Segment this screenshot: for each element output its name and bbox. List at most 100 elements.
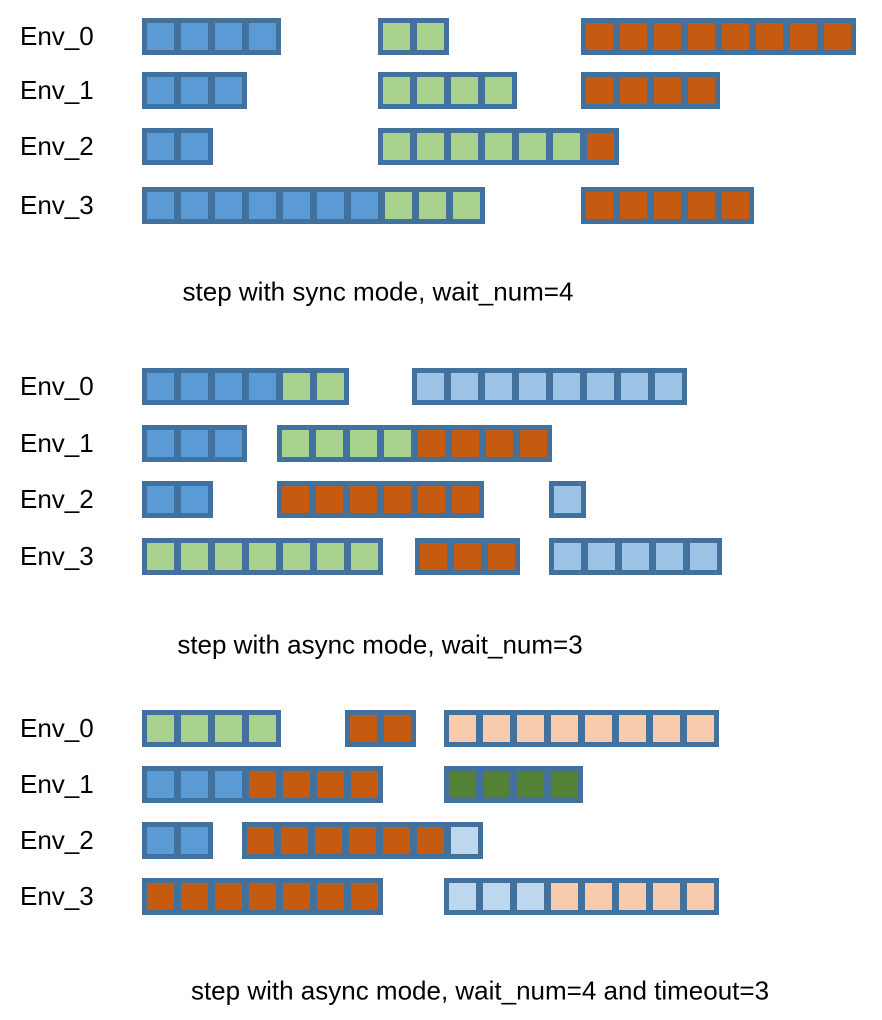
- step-block-lightblue: [554, 543, 581, 570]
- step-block-orange: [249, 883, 276, 910]
- step-block-blue: [351, 192, 378, 219]
- step-block-orange: [824, 23, 851, 50]
- step-block-green: [181, 543, 208, 570]
- step-block-green: [351, 543, 378, 570]
- step-block-peach: [585, 883, 612, 910]
- step-block-green: [147, 543, 174, 570]
- step-block-green: [383, 77, 410, 104]
- step-bar: [444, 766, 583, 803]
- step-block-green: [249, 543, 276, 570]
- step-block-orange: [215, 883, 242, 910]
- step-block-green: [419, 192, 446, 219]
- step-block-blue: [181, 23, 208, 50]
- step-block-orange: [417, 827, 444, 854]
- step-block-blue: [147, 430, 174, 457]
- env-label-env_2: Env_2: [20, 131, 94, 161]
- step-block-lightblue: [554, 486, 581, 513]
- step-block-orange: [688, 192, 715, 219]
- step-block-orange: [454, 543, 481, 570]
- step-block-green: [417, 133, 444, 160]
- step-bar: [444, 710, 719, 747]
- step-block-orange: [688, 23, 715, 50]
- step-bar: [142, 822, 213, 859]
- env-label-env_1: Env_1: [20, 75, 94, 105]
- step-block-orange: [147, 883, 174, 910]
- env-label-env_1: Env_1: [20, 428, 94, 458]
- env-label-env_3: Env_3: [20, 541, 94, 571]
- step-block-blue: [181, 77, 208, 104]
- step-block-orange: [586, 77, 613, 104]
- step-block-blue: [215, 77, 242, 104]
- step-block-green: [317, 373, 344, 400]
- caption-async-wait4-timeout3: step with async mode, wait_num=4 and tim…: [190, 975, 770, 1006]
- env-label-env_1: Env_1: [20, 769, 94, 799]
- env-label-env_3: Env_3: [20, 190, 94, 220]
- step-block-blue: [147, 827, 174, 854]
- step-bar: [142, 538, 383, 575]
- step-block-orange: [281, 827, 308, 854]
- env-label-env_0: Env_0: [20, 371, 94, 401]
- step-block-orange: [282, 486, 309, 513]
- step-block-orange: [315, 827, 342, 854]
- step-block-peach: [551, 883, 578, 910]
- step-block-blue: [317, 192, 344, 219]
- step-block-blue: [147, 486, 174, 513]
- step-block-blue: [181, 486, 208, 513]
- step-bar: [415, 538, 520, 575]
- env-label-env_0: Env_0: [20, 713, 94, 743]
- step-block-orange: [316, 486, 343, 513]
- step-block-green: [384, 430, 411, 457]
- step-block-darkgreen: [449, 771, 476, 798]
- step-block-orange: [350, 715, 377, 742]
- step-block-green: [317, 543, 344, 570]
- step-block-green: [282, 430, 309, 457]
- step-block-orange: [384, 715, 411, 742]
- step-block-peach: [619, 883, 646, 910]
- step-block-green: [453, 192, 480, 219]
- step-bar: [581, 72, 720, 109]
- step-bar: [277, 425, 552, 462]
- step-bar: [378, 18, 449, 55]
- step-block-green: [451, 77, 478, 104]
- step-block-orange: [688, 77, 715, 104]
- step-bar: [142, 18, 281, 55]
- step-block-lightblue: [622, 543, 649, 570]
- step-block-blue: [181, 771, 208, 798]
- step-block-orange: [452, 430, 479, 457]
- step-block-green: [181, 715, 208, 742]
- step-block-blue: [147, 133, 174, 160]
- step-block-paleblue: [483, 883, 510, 910]
- step-block-orange: [247, 827, 274, 854]
- step-block-peach: [619, 715, 646, 742]
- step-bar: [142, 425, 247, 462]
- step-block-lightblue: [553, 373, 580, 400]
- step-block-orange: [351, 883, 378, 910]
- step-block-darkgreen: [483, 771, 510, 798]
- step-bar: [242, 822, 483, 859]
- env-label-env_3: Env_3: [20, 881, 94, 911]
- step-bar: [581, 187, 754, 224]
- step-block-orange: [722, 23, 749, 50]
- step-block-green: [147, 715, 174, 742]
- step-block-orange: [620, 77, 647, 104]
- step-block-orange: [620, 23, 647, 50]
- step-block-green: [215, 543, 242, 570]
- step-block-lightblue: [690, 543, 717, 570]
- step-block-green: [249, 715, 276, 742]
- step-block-blue: [147, 192, 174, 219]
- step-block-orange: [350, 486, 377, 513]
- step-block-peach: [585, 715, 612, 742]
- step-block-blue: [215, 771, 242, 798]
- step-bar: [378, 72, 517, 109]
- step-block-paleblue: [451, 827, 478, 854]
- step-block-orange: [317, 771, 344, 798]
- step-block-orange: [384, 486, 411, 513]
- step-block-green: [485, 133, 512, 160]
- caption-sync-wait4: step with sync mode, wait_num=4: [182, 276, 574, 307]
- step-block-darkgreen: [551, 771, 578, 798]
- step-block-orange: [654, 192, 681, 219]
- step-block-lightblue: [519, 373, 546, 400]
- step-block-blue: [249, 192, 276, 219]
- step-block-lightblue: [587, 373, 614, 400]
- step-block-blue: [215, 430, 242, 457]
